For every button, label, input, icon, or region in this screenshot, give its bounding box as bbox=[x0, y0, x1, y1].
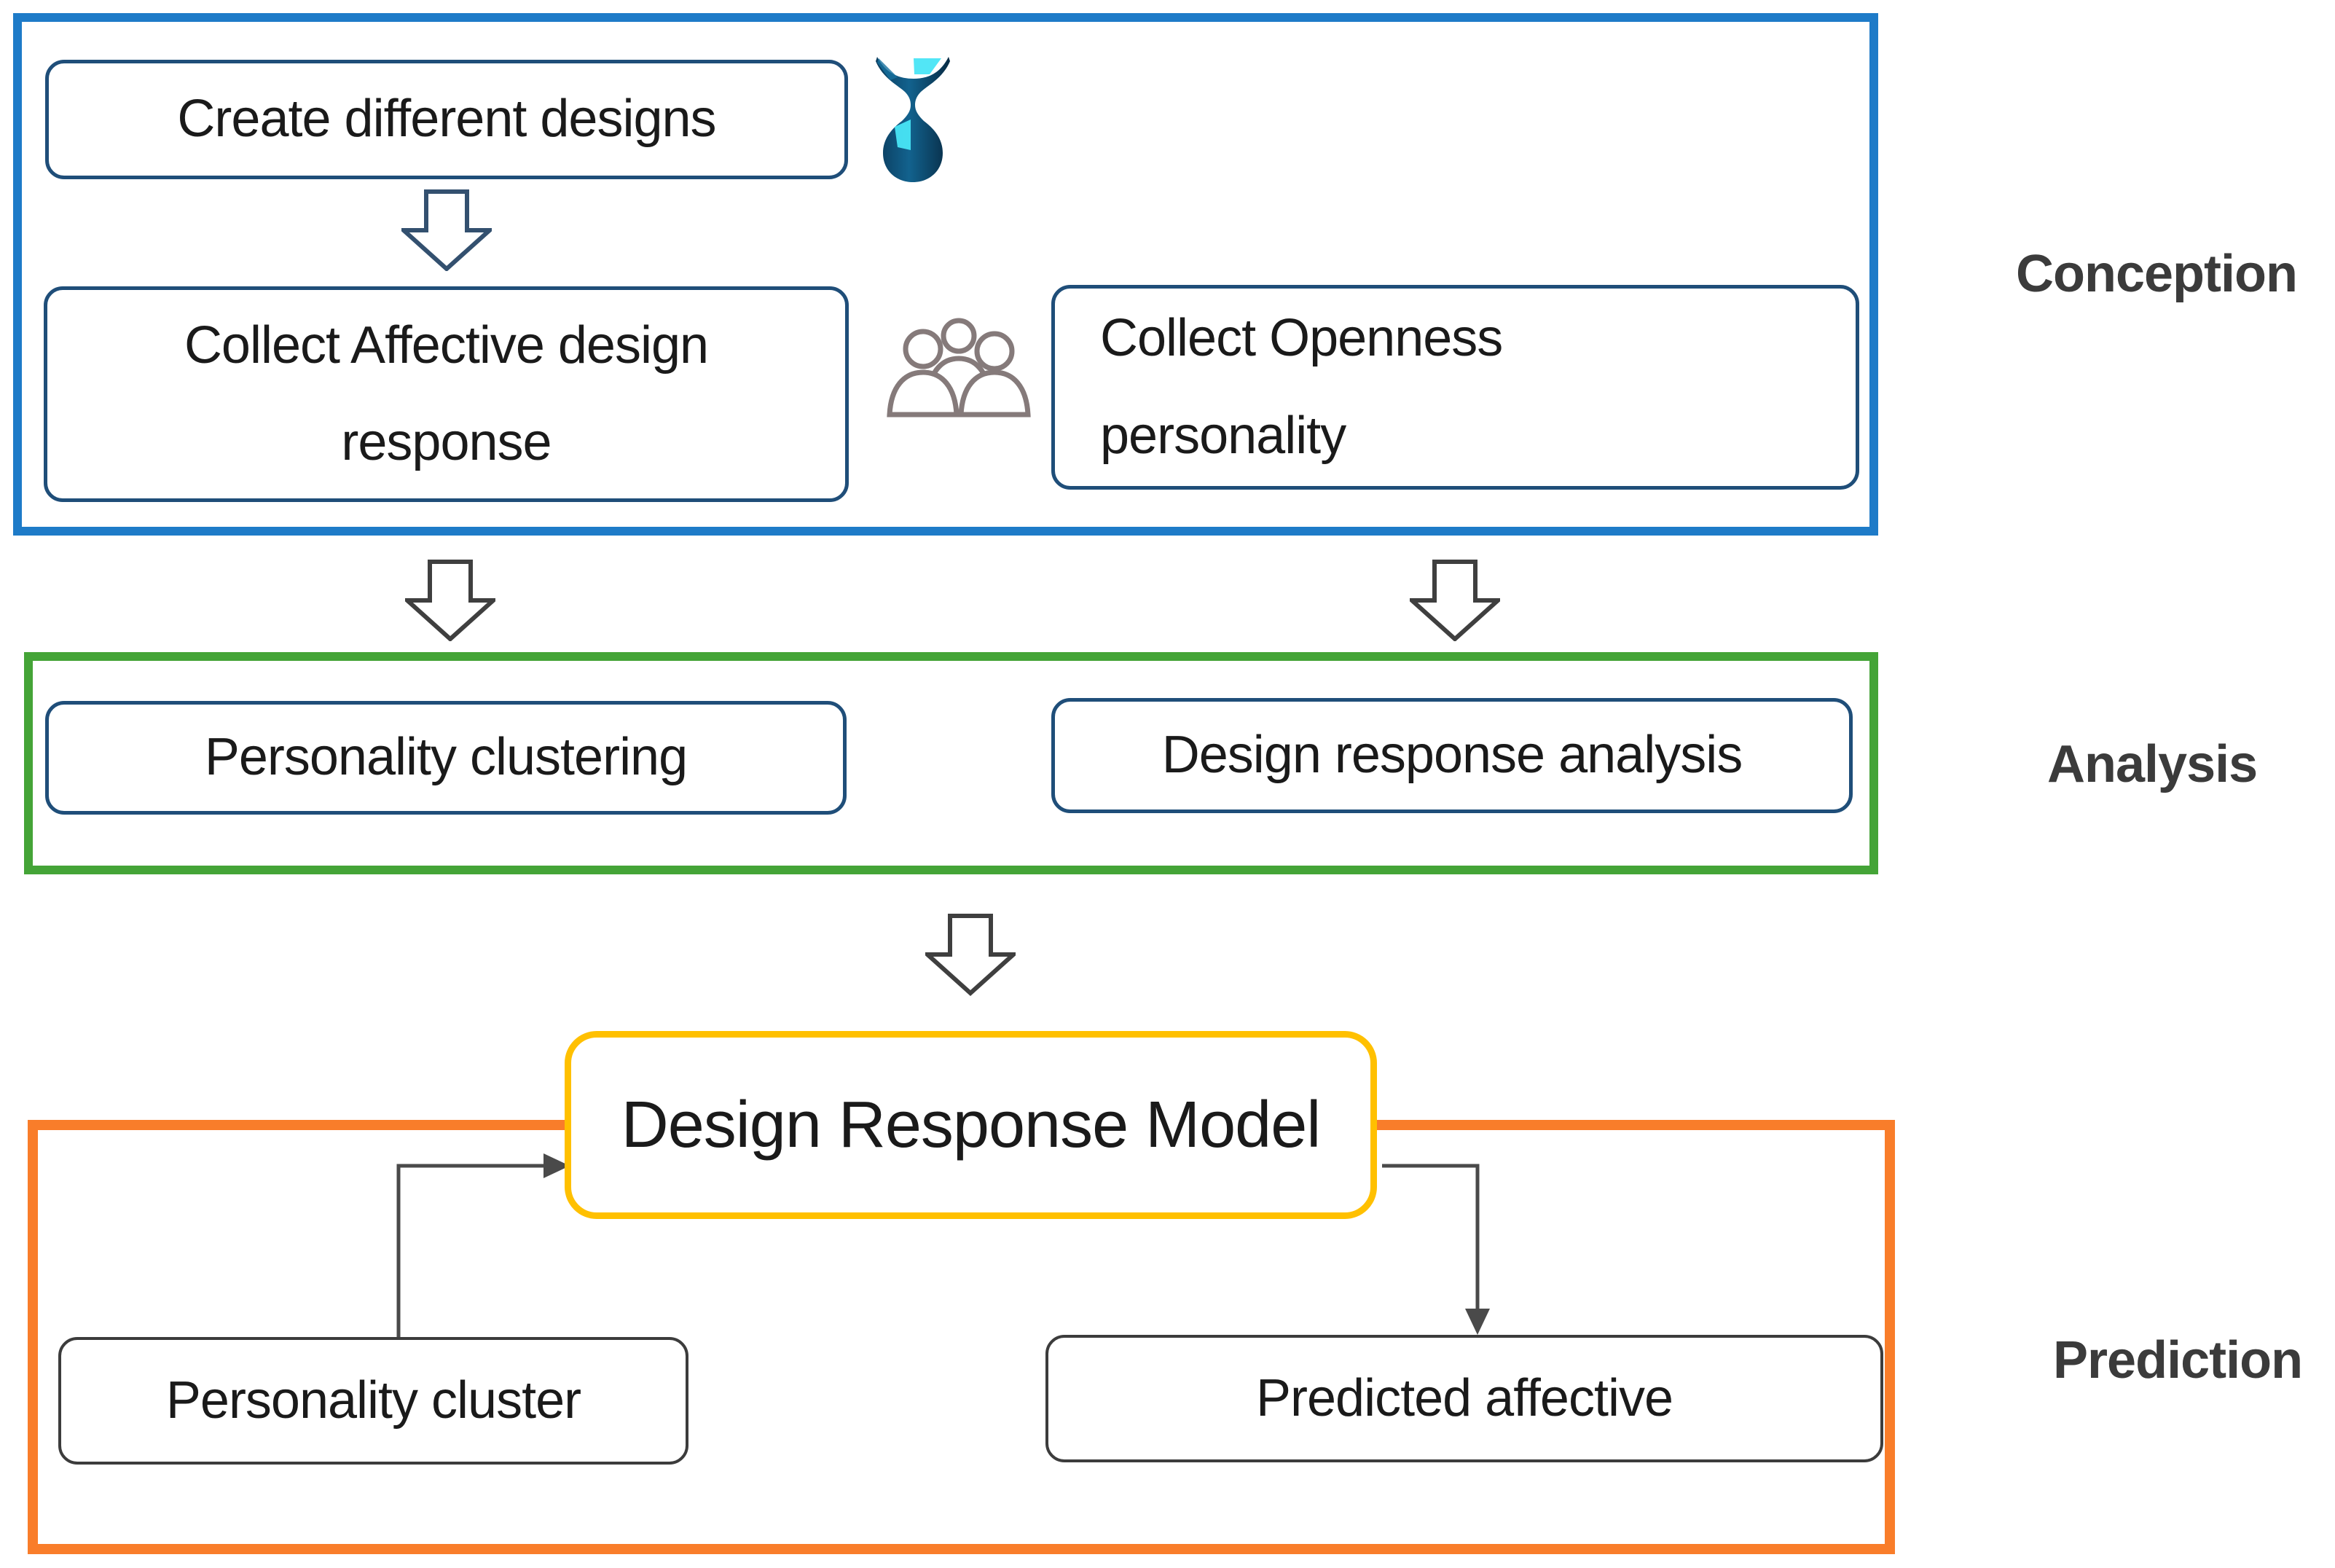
create-designs-label: Create different designs bbox=[177, 90, 716, 149]
down-block-arrow-icon bbox=[401, 189, 492, 271]
down-block-arrow-icon bbox=[925, 914, 1016, 997]
collect-affective-label: Collect Affective design response bbox=[184, 315, 709, 471]
personality-clustering-label: Personality clustering bbox=[204, 728, 688, 787]
personality-clustering-box: Personality clustering bbox=[45, 701, 847, 815]
collect-affective-box: Collect Affective design response bbox=[44, 286, 849, 502]
collect-openness-label: Collect Openness personality bbox=[1100, 309, 1503, 465]
down-block-arrow-icon bbox=[405, 560, 495, 641]
personality-cluster-box: Personality cluster bbox=[58, 1337, 688, 1465]
prediction-phase-label: Prediction bbox=[2053, 1331, 2303, 1389]
predicted-affective-box: Predicted affective bbox=[1045, 1335, 1883, 1462]
analysis-phase-label: Analysis bbox=[2047, 735, 2258, 793]
create-designs-box: Create different designs bbox=[45, 60, 848, 179]
collect-openness-box: Collect Openness personality bbox=[1051, 285, 1859, 490]
conception-phase-label: Conception bbox=[2016, 245, 2298, 303]
down-block-arrow-icon bbox=[1410, 560, 1500, 641]
vase-icon bbox=[876, 57, 950, 182]
design-response-analysis-box: Design response analysis bbox=[1051, 698, 1853, 813]
design-response-model-box: Design Response Model bbox=[565, 1031, 1377, 1219]
predicted-affective-label: Predicted affective bbox=[1255, 1368, 1673, 1427]
analysis-group-box bbox=[24, 652, 1878, 874]
design-response-analysis-label: Design response analysis bbox=[1161, 726, 1743, 785]
conception-group-box bbox=[13, 13, 1878, 536]
design-response-model-label: Design Response Model bbox=[621, 1088, 1322, 1161]
personality-cluster-label: Personality cluster bbox=[165, 1371, 581, 1430]
people-group-icon bbox=[887, 318, 1031, 418]
